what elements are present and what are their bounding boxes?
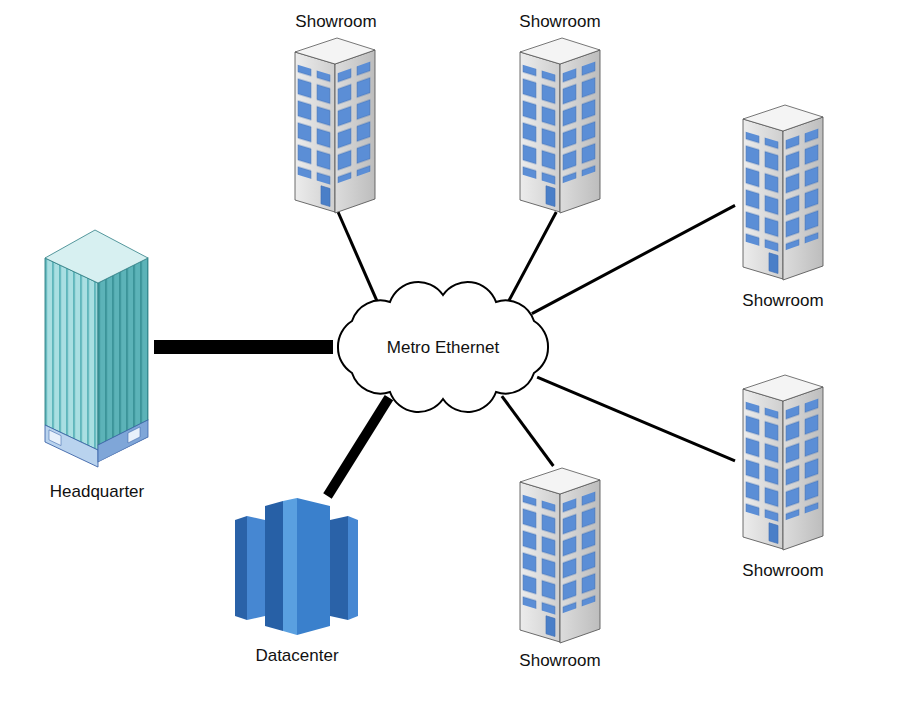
node-label: Showroom bbox=[519, 12, 600, 32]
datacenter-icon bbox=[235, 498, 358, 635]
node-label: Headquarter bbox=[50, 482, 145, 502]
cloud-outline bbox=[338, 282, 548, 412]
node-label: Showroom bbox=[295, 12, 376, 32]
node-label: Datacenter bbox=[255, 646, 338, 666]
node-label: Showroom bbox=[742, 291, 823, 311]
showroom-node: Showroom bbox=[512, 466, 608, 671]
headquarter-node: Headquarter bbox=[40, 228, 154, 502]
showroom-node: Showroom bbox=[288, 12, 384, 212]
node-label: Showroom bbox=[519, 651, 600, 671]
network-link bbox=[537, 377, 735, 461]
showroom-building bbox=[520, 38, 600, 213]
showroom-node: Showroom bbox=[735, 103, 831, 311]
showroom-building bbox=[743, 375, 823, 550]
showroom-building bbox=[743, 105, 823, 280]
network-link bbox=[532, 205, 735, 313]
node-label: Metro Ethernet bbox=[387, 338, 499, 358]
showroom-building bbox=[295, 38, 375, 213]
network-link bbox=[509, 212, 557, 301]
network-link bbox=[338, 212, 377, 301]
node-label: Showroom bbox=[742, 561, 823, 581]
network-link bbox=[502, 396, 554, 466]
showroom-node: Showroom bbox=[512, 12, 608, 212]
cloud-node: Metro Ethernet bbox=[333, 290, 553, 405]
trunk-link bbox=[154, 340, 333, 354]
trunk-link bbox=[328, 398, 390, 496]
datacenter-node: Datacenter bbox=[232, 496, 362, 666]
showroom-node: Showroom bbox=[735, 373, 831, 581]
showroom-building bbox=[520, 468, 600, 643]
headquarter-tower bbox=[45, 230, 148, 467]
